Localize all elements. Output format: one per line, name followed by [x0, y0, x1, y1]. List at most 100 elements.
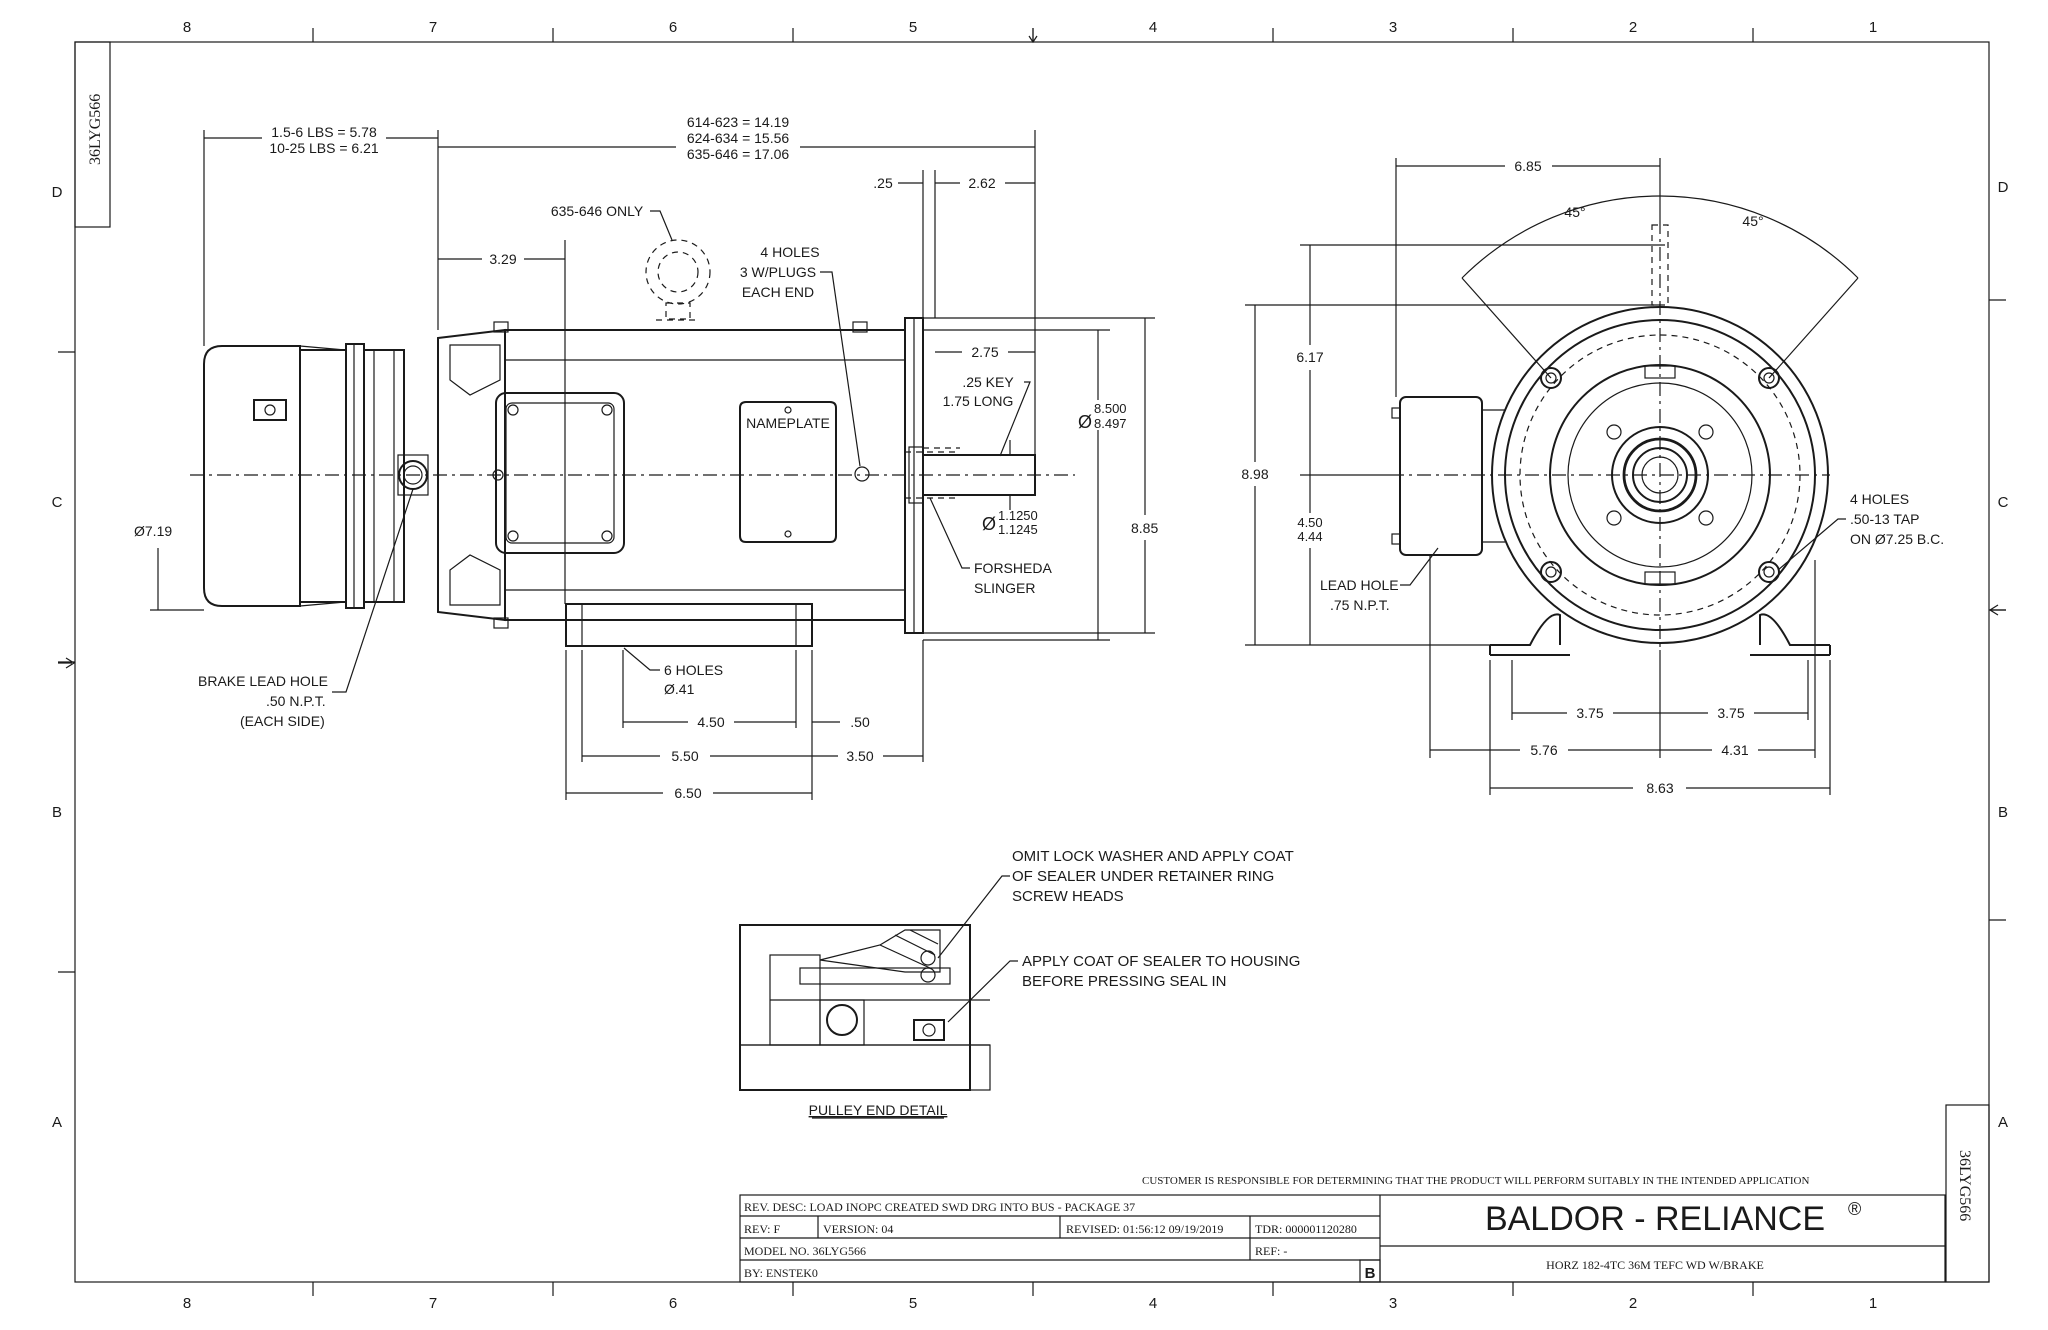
row-label-left-a: A: [52, 1114, 62, 1131]
tap-hole: [1758, 367, 1780, 389]
foot-width-dim: 8.63: [1646, 780, 1673, 796]
detail-note-2-line-1: APPLY COAT OF SEALER TO HOUSING: [1022, 953, 1300, 970]
conduit-offset-dim: 6.85: [1514, 158, 1541, 174]
centering-arrow-left: [58, 657, 76, 669]
motor-length-dim-2: 624-634 = 15.56: [687, 130, 790, 146]
shaft-diameter-max: 1.1250: [998, 508, 1038, 523]
pilot-diameter-symbol: Ø: [1078, 412, 1092, 432]
shaft-end: [1632, 447, 1688, 503]
col-label-top-7: 7: [429, 19, 437, 36]
col-label-top-3: 3: [1389, 19, 1397, 36]
plug-holes-label-3: EACH END: [742, 284, 814, 300]
brake-length-dim-2: 10-25 LBS = 6.21: [269, 140, 379, 156]
flange-thickness-dim: .25: [873, 175, 893, 191]
tap-hole: [1540, 561, 1562, 583]
tap-holes-label-3: ON Ø7.25 B.C.: [1850, 531, 1944, 547]
detail-note-1-line-2: OF SEALER UNDER RETAINER RING: [1012, 868, 1274, 885]
brand-registered-mark: ®: [1848, 1199, 1861, 1219]
motor-shaft: [922, 454, 1036, 496]
brake-housing: [299, 349, 347, 603]
lift-eye-note: 635-646 ONLY: [551, 203, 644, 219]
detail-note-1-line-1: OMIT LOCK WASHER AND APPLY COAT: [1012, 848, 1294, 865]
model-number: MODEL NO. 36LYG566: [744, 1244, 866, 1258]
shaft-seal: [913, 1019, 945, 1041]
brake-lead-hole-label-3: (EACH SIDE): [240, 713, 325, 729]
overall-height-dim: 8.98: [1241, 466, 1268, 482]
foot-to-face-dim: 3.50: [846, 748, 873, 764]
shaft-height-max: 4.50: [1297, 515, 1322, 530]
product-description: HORZ 182-4TC 36M TEFC WD W/BRAKE: [1546, 1258, 1764, 1272]
drawing-id-box-bottom: [1945, 1104, 1990, 1283]
customer-responsibility-note: CUSTOMER IS RESPONSIBLE FOR DETERMINING …: [1142, 1175, 1809, 1187]
angle-arc-left: [1461, 195, 1661, 279]
foot-length-dim: 6.50: [674, 785, 701, 801]
row-label-right-a: A: [1998, 1114, 2008, 1131]
row-label-right-b: B: [1998, 804, 2008, 821]
row-label-left-d: D: [52, 184, 63, 201]
col-label-bottom-3: 3: [1389, 1295, 1397, 1312]
flange-diameter-dim: 8.85: [1131, 520, 1158, 536]
angle-arc-right: [1659, 195, 1859, 279]
row-label-right-d: D: [1998, 179, 2009, 196]
brake-lead-hole-leader: [332, 488, 414, 693]
revised-date: REVISED: 01:56:12 09/19/2019: [1066, 1222, 1223, 1236]
shaft-length-dim: 2.75: [971, 344, 998, 360]
version: VERSION: 04: [823, 1222, 893, 1236]
centering-arrow-top: [1028, 28, 1038, 44]
col-label-bottom-4: 4: [1149, 1295, 1157, 1312]
pilot-diameter-max: 8.500: [1094, 401, 1127, 416]
brake-cover: [203, 345, 301, 607]
col-label-bottom-6: 6: [669, 1295, 677, 1312]
foot-half-width-right-dim: 3.75: [1717, 705, 1744, 721]
brake-lead-hole-label-2: .50 N.P.T.: [266, 693, 326, 709]
brake-flange: [345, 343, 365, 609]
col-label-top-5: 5: [909, 19, 917, 36]
end-housing-outer: [1491, 306, 1829, 644]
end-foot-left: [1490, 613, 1561, 646]
mounting-feet: [565, 603, 813, 647]
border-frame: [74, 41, 1990, 1283]
plug-holes-label-2: 3 W/PLUGS: [740, 264, 816, 280]
nameplate: [739, 401, 837, 543]
plug-hole: [854, 466, 870, 482]
foot-offset-dim: .50: [850, 714, 870, 730]
end-to-foot-dim: 3.29: [489, 251, 516, 267]
row-label-left-b: B: [52, 804, 62, 821]
col-label-bottom-1: 1: [1869, 1295, 1877, 1312]
revision-letter: REV: F: [744, 1222, 780, 1236]
detail-note-1-line-3: SCREW HEADS: [1012, 888, 1124, 905]
brake-lead-hole-label-1: BRAKE LEAD HOLE: [198, 673, 328, 689]
slinger-label-2: SLINGER: [974, 580, 1035, 596]
nameplate-label: NAMEPLATE: [746, 415, 830, 431]
bearing-housing: [1611, 426, 1709, 524]
lead-hole-label-1: LEAD HOLE: [1320, 577, 1399, 593]
motor-length-dim-1: 614-623 = 14.19: [687, 114, 790, 130]
revision-description: REV. DESC: LOAD INOPC CREATED SWD DRG IN…: [744, 1200, 1135, 1214]
foot-holes-label-2: Ø.41: [664, 681, 695, 697]
pilot-circle: [1549, 364, 1771, 586]
key-label-2: 1.75 LONG: [943, 393, 1014, 409]
lifting-eye: [645, 239, 711, 305]
brand-name: BALDOR - RELIANCE: [1485, 1200, 1825, 1238]
shaft-diameter-symbol: Ø: [982, 514, 996, 534]
title-block: CUSTOMER IS RESPONSIBLE FOR DETERMINING …: [739, 1175, 1946, 1283]
col-label-top-6: 6: [669, 19, 677, 36]
foot-holes-label-1: 6 HOLES: [664, 662, 723, 678]
foot-half-width-left-dim: 3.75: [1576, 705, 1603, 721]
plug-holes-label-1: 4 HOLES: [760, 244, 819, 260]
col-label-bottom-5: 5: [909, 1295, 917, 1312]
pulley-end-detail: OMIT LOCK WASHER AND APPLY COAT OF SEALE…: [739, 848, 1300, 1119]
detail-title: PULLEY END DETAIL: [809, 1102, 948, 1118]
center-to-top-dim: 6.17: [1296, 349, 1323, 365]
motor-length-dim-3: 635-646 = 17.06: [687, 146, 790, 162]
drawn-by: BY: ENSTEK0: [744, 1266, 818, 1280]
foot-span-dim: 5.50: [671, 748, 698, 764]
shaft-height-min: 4.44: [1297, 529, 1322, 544]
tap-holes-label-1: 4 HOLES: [1850, 491, 1909, 507]
side-view: NAMEPLATE BRAKE LEAD HOLE .50 N.P.T. (EA…: [134, 114, 1158, 801]
detail-frame: [739, 924, 971, 1091]
row-label-right-c: C: [1998, 494, 2009, 511]
brake-release-lever: [253, 399, 287, 421]
drawing-id-bottom: 36LYG566: [1956, 1150, 1973, 1221]
